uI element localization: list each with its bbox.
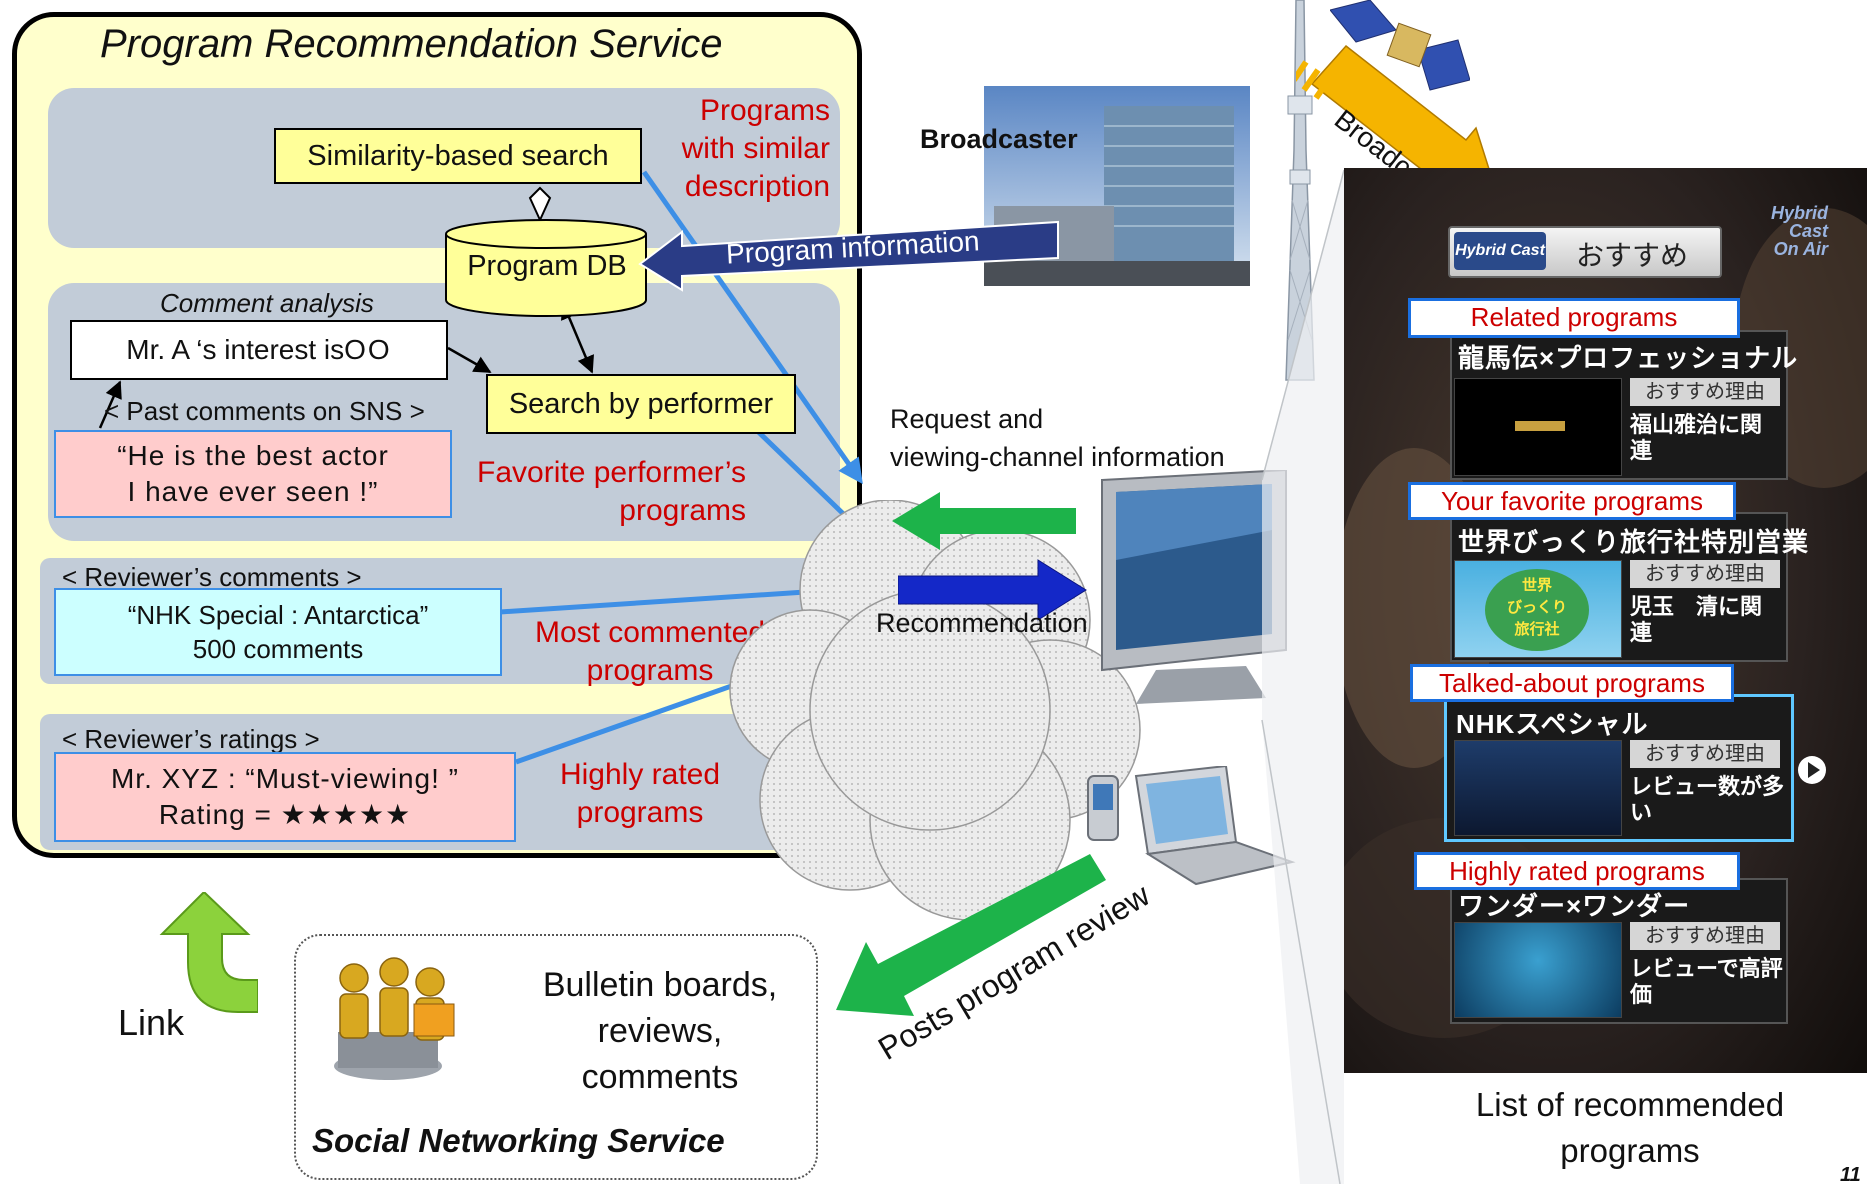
sns-title: Social Networking Service xyxy=(312,1122,725,1159)
reason-talked-about: レビュー数が多い xyxy=(1630,774,1785,825)
program-information-arrow xyxy=(638,220,1059,292)
laptop-icon xyxy=(1134,766,1296,886)
why-label-highly-rated: おすすめ理由 xyxy=(1630,922,1780,950)
section-label-talked-about: Talked-about programs xyxy=(1410,664,1734,702)
section-label-favorite: Your favorite programs xyxy=(1408,482,1736,520)
recommendation-label: Recommendation xyxy=(876,608,1088,638)
rec-title-related: 龍馬伝×プロフェッショナル xyxy=(1458,343,1799,373)
past-comments-label: < Past comments on SNS > xyxy=(104,396,425,426)
recommendation-arrow xyxy=(898,559,1087,621)
link-label: Link xyxy=(118,1002,185,1043)
reason-favorite: 児玉 清に関連 xyxy=(1630,594,1763,645)
hybridcast-logo: Hybrid Cast xyxy=(1454,232,1546,270)
thumb-favorite-text-3: 旅行社 xyxy=(1514,621,1560,638)
why-label-talked-about: おすすめ理由 xyxy=(1630,740,1780,768)
rec-title-talked-about: NHKスペシャル xyxy=(1456,709,1649,739)
reason-highly-rated: レビューで高評価 xyxy=(1630,956,1783,1007)
interest-text: Mr. A ‘s interest is xyxy=(126,334,345,365)
section-label-related: Related programs xyxy=(1408,298,1740,338)
hybridcast-header-title: おすすめ xyxy=(1576,240,1689,271)
why-label-related: おすすめ理由 xyxy=(1630,378,1780,406)
page-number: 11 xyxy=(1840,1164,1861,1186)
program-db-label: Program DB xyxy=(467,250,627,282)
thumb-highly-rated xyxy=(1454,922,1622,1018)
why-label-favorite: おすすめ理由 xyxy=(1630,560,1780,588)
service-title: Program Recommendation Service xyxy=(100,22,723,66)
reason-related: 福山雅治に関連 xyxy=(1630,412,1763,463)
section-label-highly-rated: Highly rated programs xyxy=(1414,852,1740,890)
comments-count-box: “NHK Special : Antarctica”500 comments xyxy=(54,588,502,676)
thumb-related xyxy=(1454,378,1622,476)
rec-title-favorite: 世界びっくり旅行社特別営業 xyxy=(1458,527,1810,557)
broadcast-tower-image xyxy=(1285,0,1315,381)
thumb-talked-about xyxy=(1454,740,1622,836)
posts-review-arrow xyxy=(836,854,1106,1016)
thumb-favorite: 世界 びっくり 旅行社 xyxy=(1454,560,1622,658)
link-arrow xyxy=(159,892,258,1013)
broadcaster-label: Broadcaster xyxy=(920,124,1078,154)
next-arrow-icon[interactable] xyxy=(1798,756,1826,784)
rating-box: Mr. XYZ : “Must-viewing! ”Rating = ★★★★★ xyxy=(54,752,516,842)
comment-analysis-heading: Comment analysis xyxy=(160,288,374,318)
sns-items: Bulletin boards,reviews,comments xyxy=(542,966,778,1096)
thumb-favorite-text-2: びっくり xyxy=(1506,599,1567,616)
sns-people-icon xyxy=(334,957,455,1080)
request-arrow xyxy=(892,492,1076,550)
smartphone-icon xyxy=(1087,775,1119,841)
interest-symbol: OO xyxy=(344,334,392,365)
tv-set-icon xyxy=(1101,470,1287,704)
satellite-icon xyxy=(1330,0,1470,91)
program-db-cylinder xyxy=(445,219,647,317)
thumb-favorite-text-1: 世界 xyxy=(1521,577,1552,594)
reviewer-ratings-heading: < Reviewer’s ratings > xyxy=(62,724,320,754)
interest-box: Mr. A ‘s interest is OO xyxy=(70,320,448,380)
search-by-performer-box: Search by performer xyxy=(486,374,796,434)
similarity-search-box: Similarity-based search xyxy=(274,128,642,184)
rec-title-highly-rated: ワンダー×ワンダー xyxy=(1458,891,1691,921)
reviewer-comments-heading: < Reviewer’s comments > xyxy=(62,562,362,592)
